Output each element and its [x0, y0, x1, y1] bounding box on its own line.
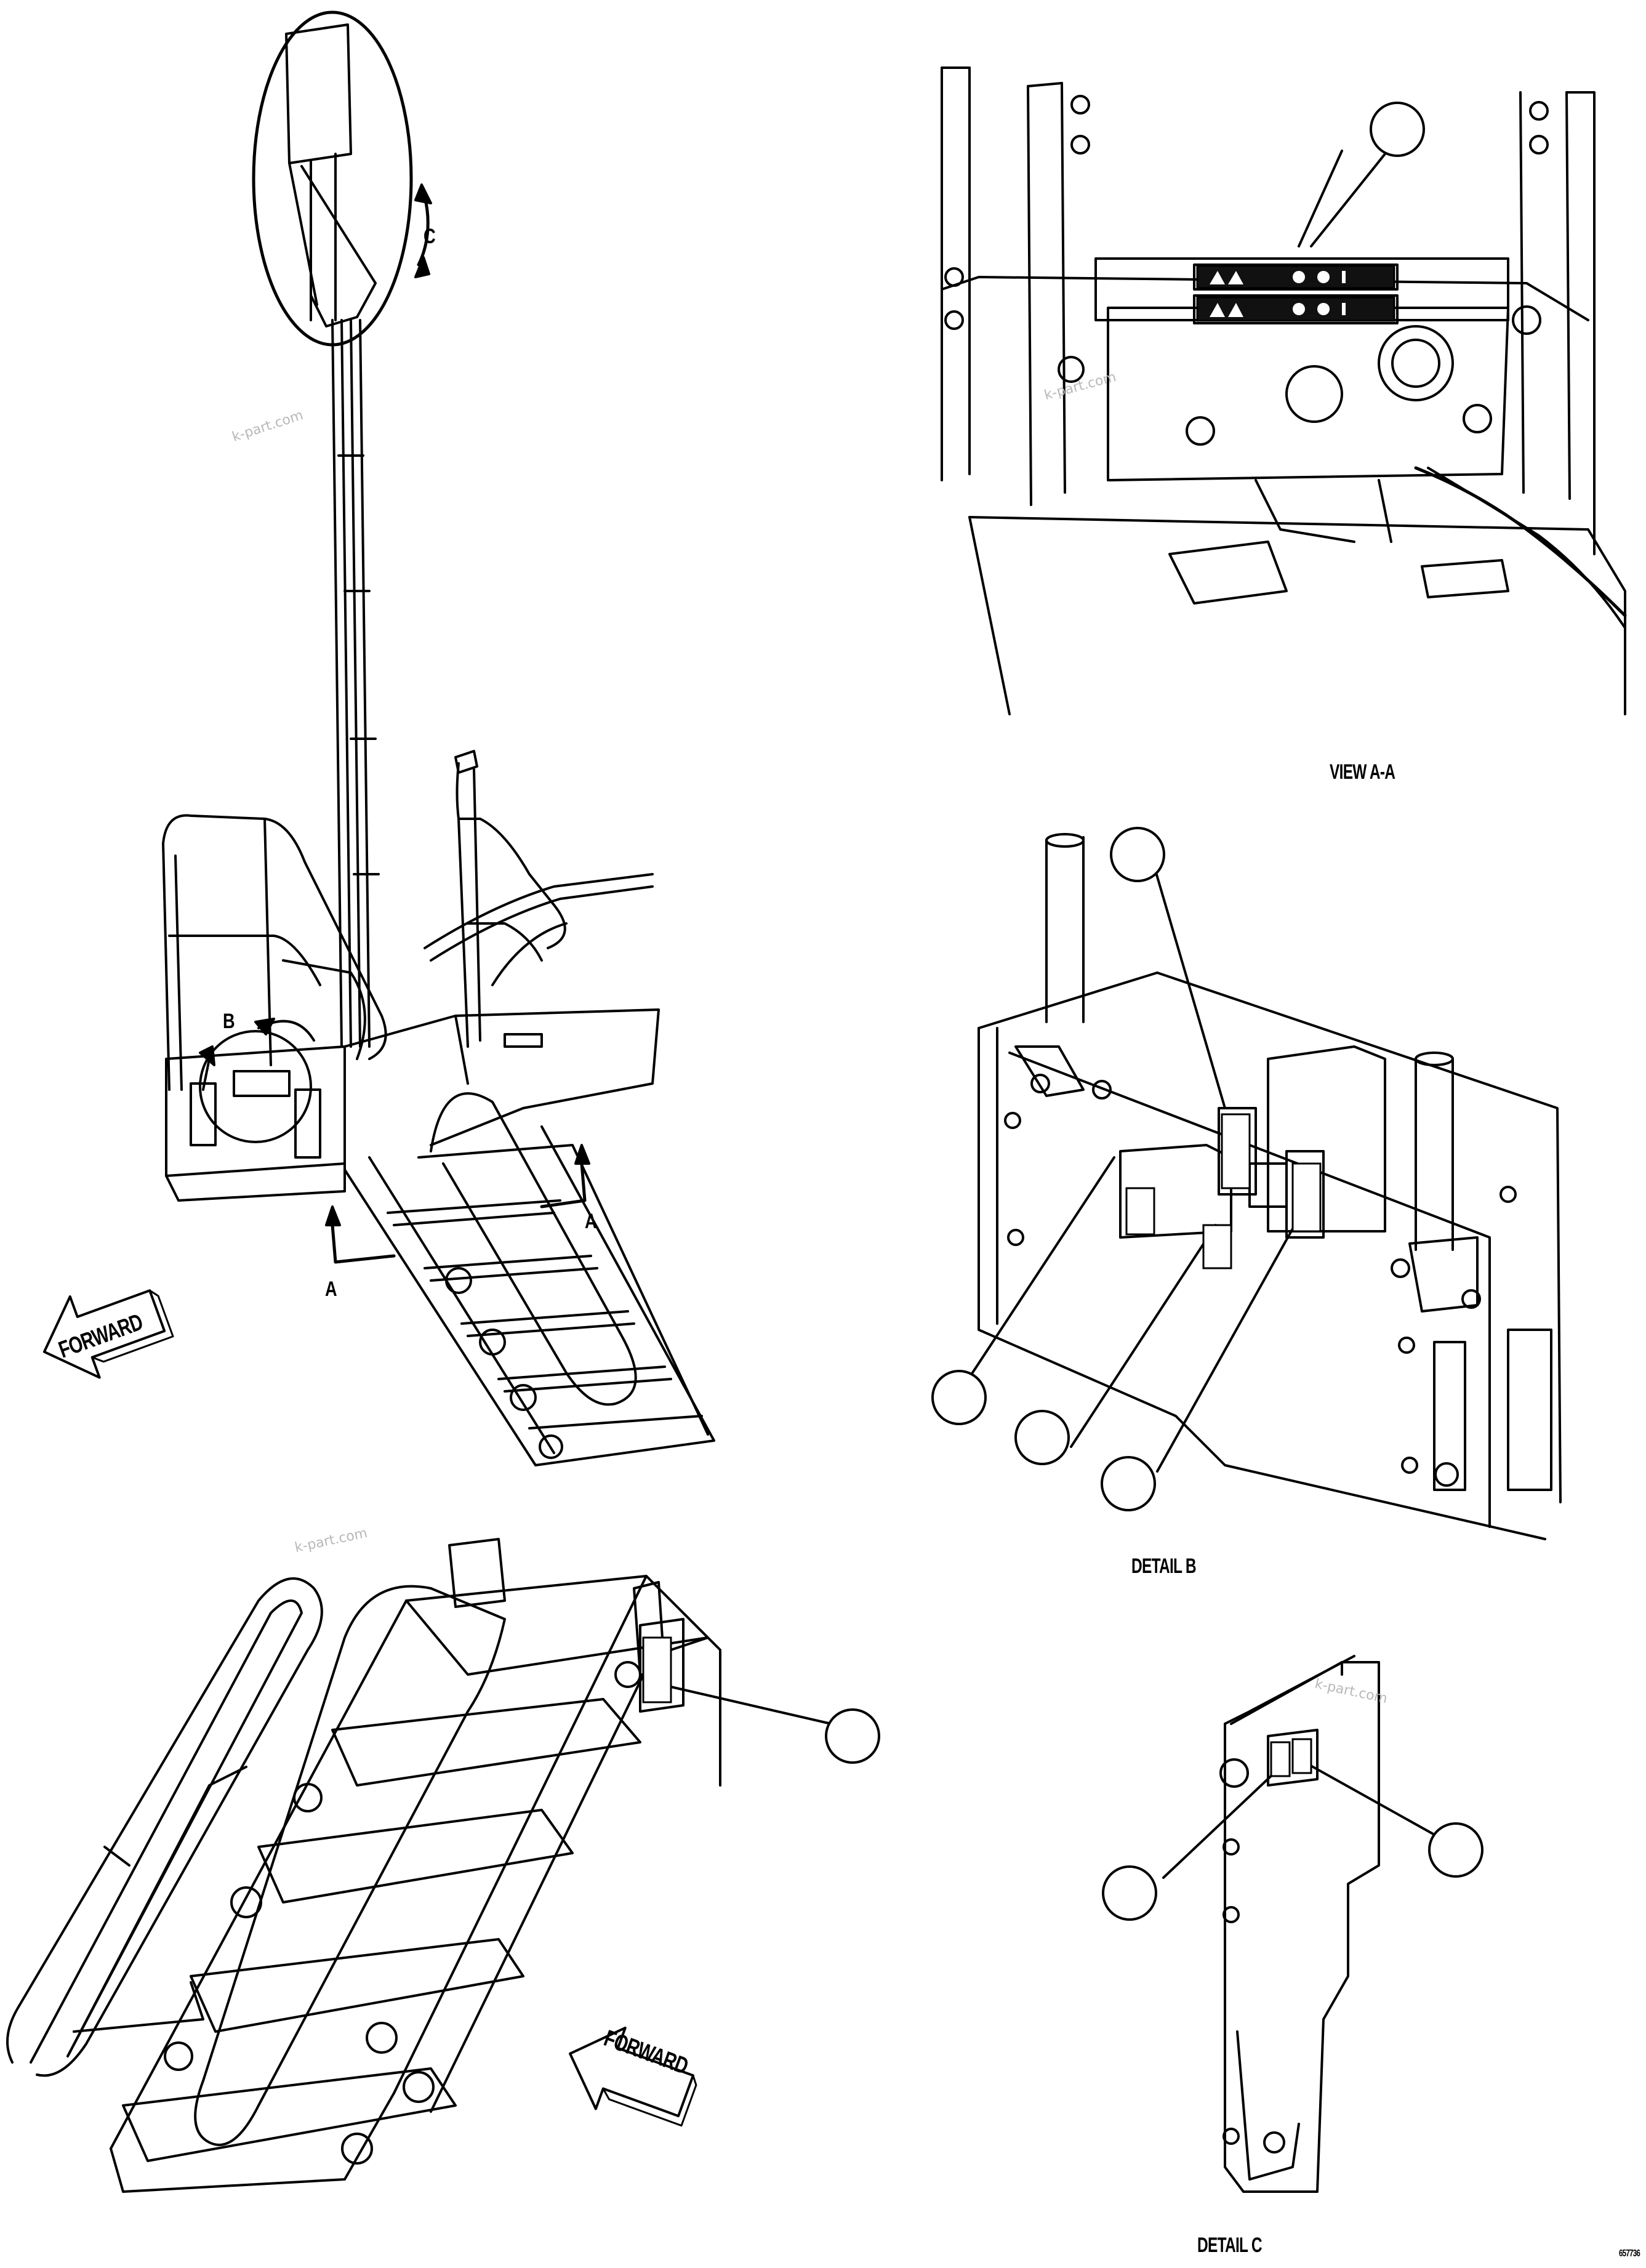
- section-label-b: B: [223, 1010, 235, 1033]
- callout-balloon-view-aa: [1370, 102, 1425, 157]
- section-label-c: C: [424, 225, 436, 248]
- decals: [642, 265, 1395, 1777]
- caption-detail-b: DETAIL B: [1131, 1554, 1197, 1578]
- callout-balloon-detail-c-right: [1428, 1822, 1483, 1878]
- caption-detail-c: DETAIL C: [1197, 2234, 1263, 2257]
- drawing-number: 657736: [1619, 2248, 1640, 2259]
- forward-arrow-stairs: [569, 2026, 697, 2127]
- callout-balloon-detail-c-left: [1102, 1865, 1157, 1921]
- view-aa-drawing: [941, 66, 1627, 715]
- section-arrow-a-left: [331, 1223, 396, 1264]
- callout-balloon-detail-b-mid: [1014, 1410, 1070, 1465]
- callout-balloon-stairs: [825, 1708, 880, 1764]
- callout-balloon-detail-b-bottom: [1101, 1456, 1156, 1511]
- section-arrow-a-right: [540, 1162, 587, 1208]
- callout-balloon-detail-b-top: [1110, 827, 1165, 882]
- main-assembly: [162, 10, 715, 1466]
- section-label-a-right: A: [585, 1210, 597, 1233]
- detail-b-drawing: [959, 833, 1562, 1540]
- callout-balloon-detail-b-left: [931, 1370, 987, 1425]
- detail-b-circle: [199, 1030, 312, 1143]
- caption-view-aa: VIEW A-A: [1330, 760, 1395, 784]
- stairs-detail-drawing: [6, 1538, 832, 2193]
- section-label-a-left: A: [325, 1277, 337, 1301]
- detail-c-ellipse: [252, 10, 413, 347]
- forward-arrow-main: [42, 1289, 174, 1379]
- rotation-arrow-c: [417, 195, 430, 267]
- detail-c-drawing: [1162, 1655, 1435, 2193]
